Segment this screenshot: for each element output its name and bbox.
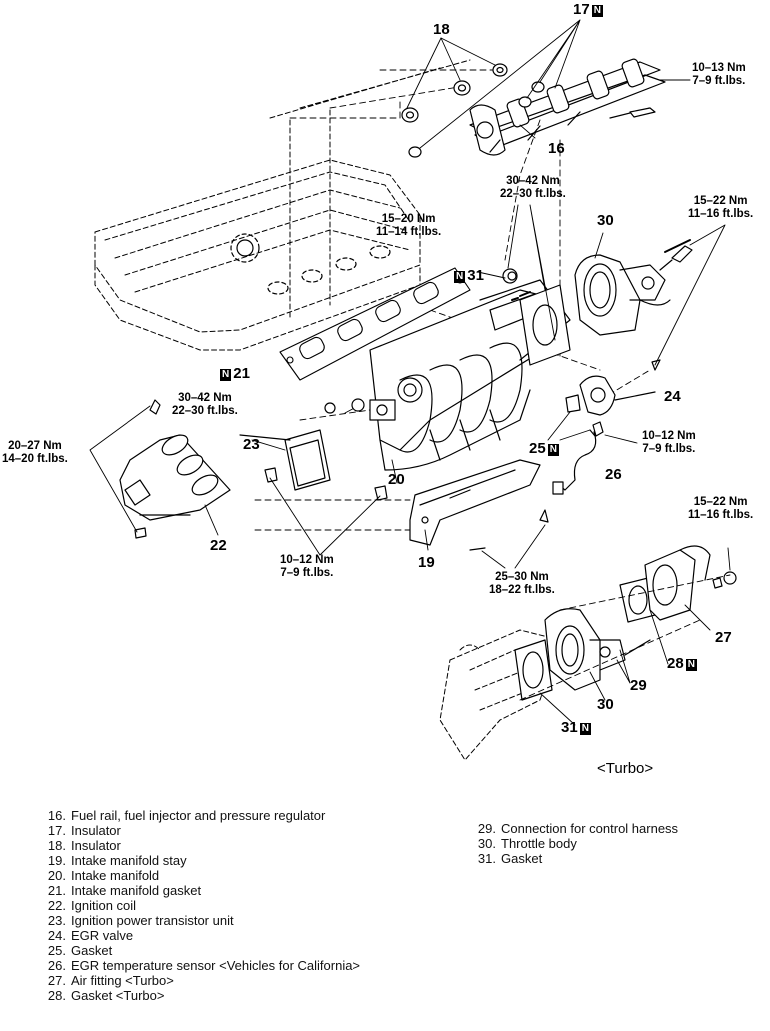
- callout-pointers-turbo: [539, 547, 731, 726]
- new-part-badge: N: [685, 659, 697, 671]
- callout-16: 16: [548, 140, 565, 157]
- new-part-badge: N: [220, 369, 232, 381]
- fuel-rail-assembly: [469, 58, 666, 156]
- egr-valve: [579, 375, 656, 416]
- legend-item: 25.Gasket: [47, 943, 113, 958]
- intake-manifold-gasket: [279, 267, 471, 381]
- legend-item: 24.EGR valve: [47, 928, 134, 943]
- callout-30-top: 30: [597, 212, 614, 229]
- spark-plug-wells: [267, 245, 391, 295]
- callout-pointers-top: [406, 19, 691, 149]
- legend-item: 18.Insulator: [47, 838, 121, 853]
- legend-item: 16.Fuel rail, fuel injector and pressure…: [47, 808, 326, 823]
- turbo-throttle-body: [544, 608, 651, 691]
- turbo-leader-lines: [519, 574, 731, 701]
- callout-27: 27: [715, 629, 732, 646]
- callout-20: 20: [388, 471, 405, 488]
- parts-legend-right: 29.Connection for control harness 30.Thr…: [470, 821, 760, 866]
- callout-24: 24: [664, 388, 681, 405]
- callout-pointers-throttle: [477, 204, 726, 366]
- turbo-nuts: [712, 571, 737, 589]
- legend-item: 21.Intake manifold gasket: [47, 883, 202, 898]
- turbo-air-fitting: [644, 545, 711, 621]
- legend-item: 28.Gasket <Turbo>: [47, 988, 165, 1003]
- legend-item: 22.Ignition coil: [47, 898, 137, 913]
- throttle-gasket-top: [502, 268, 571, 366]
- legend-item: 23.Ignition power transistor unit: [47, 913, 234, 928]
- legend-item: 31.Gasket: [477, 851, 543, 866]
- legend-item: 26.EGR temperature sensor <Vehicles for …: [47, 958, 361, 973]
- legend-item: 19.Intake manifold stay: [47, 853, 187, 868]
- legend-item: 27.Air fitting <Turbo>: [47, 973, 174, 988]
- throttle-body-top: [574, 239, 693, 371]
- insulators-18: [401, 63, 508, 123]
- egr-gasket: [565, 394, 581, 413]
- callout-18: 18: [433, 21, 450, 38]
- turbo-manifold-outline: [439, 629, 561, 761]
- ignition-coil: [119, 399, 231, 539]
- callout-30-turbo: 30: [597, 696, 614, 713]
- callout-29: 29: [630, 677, 647, 694]
- new-part-badge: N: [547, 444, 559, 456]
- ignition-transistor-unit: [239, 429, 388, 501]
- new-part-badge: N: [579, 723, 591, 735]
- intake-manifold: [369, 279, 571, 471]
- callout-pointers-coil: [89, 405, 219, 536]
- oil-filler-cap: [230, 233, 260, 263]
- stay-leader-lines: [254, 409, 411, 531]
- new-part-badge: N: [591, 5, 603, 17]
- egr-temperature-sensor: [552, 421, 604, 495]
- stay-bolt: [351, 398, 365, 412]
- new-part-badge: N: [454, 271, 466, 283]
- parts-legend-left: 16.Fuel rail, fuel injector and pressure…: [40, 808, 370, 1003]
- turbo-variant-label: <Turbo>: [597, 760, 654, 777]
- callout-23: 23: [243, 436, 260, 453]
- callout-22: 22: [210, 537, 227, 554]
- insulators-17: [408, 81, 545, 158]
- callout-pointers-stay: [424, 524, 546, 569]
- turbo-gasket-31: [514, 639, 553, 701]
- intake-manifold-stay: [409, 459, 549, 551]
- legend-item: 17.Insulator: [47, 823, 121, 838]
- callout-26: 26: [605, 466, 622, 483]
- legend-item: 29.Connection for control harness: [477, 821, 679, 836]
- legend-item: 30.Throttle body: [477, 836, 577, 851]
- callout-pointers-egr: [547, 411, 638, 444]
- callout-19: 19: [418, 554, 435, 571]
- legend-item: 20.Intake manifold: [47, 868, 160, 883]
